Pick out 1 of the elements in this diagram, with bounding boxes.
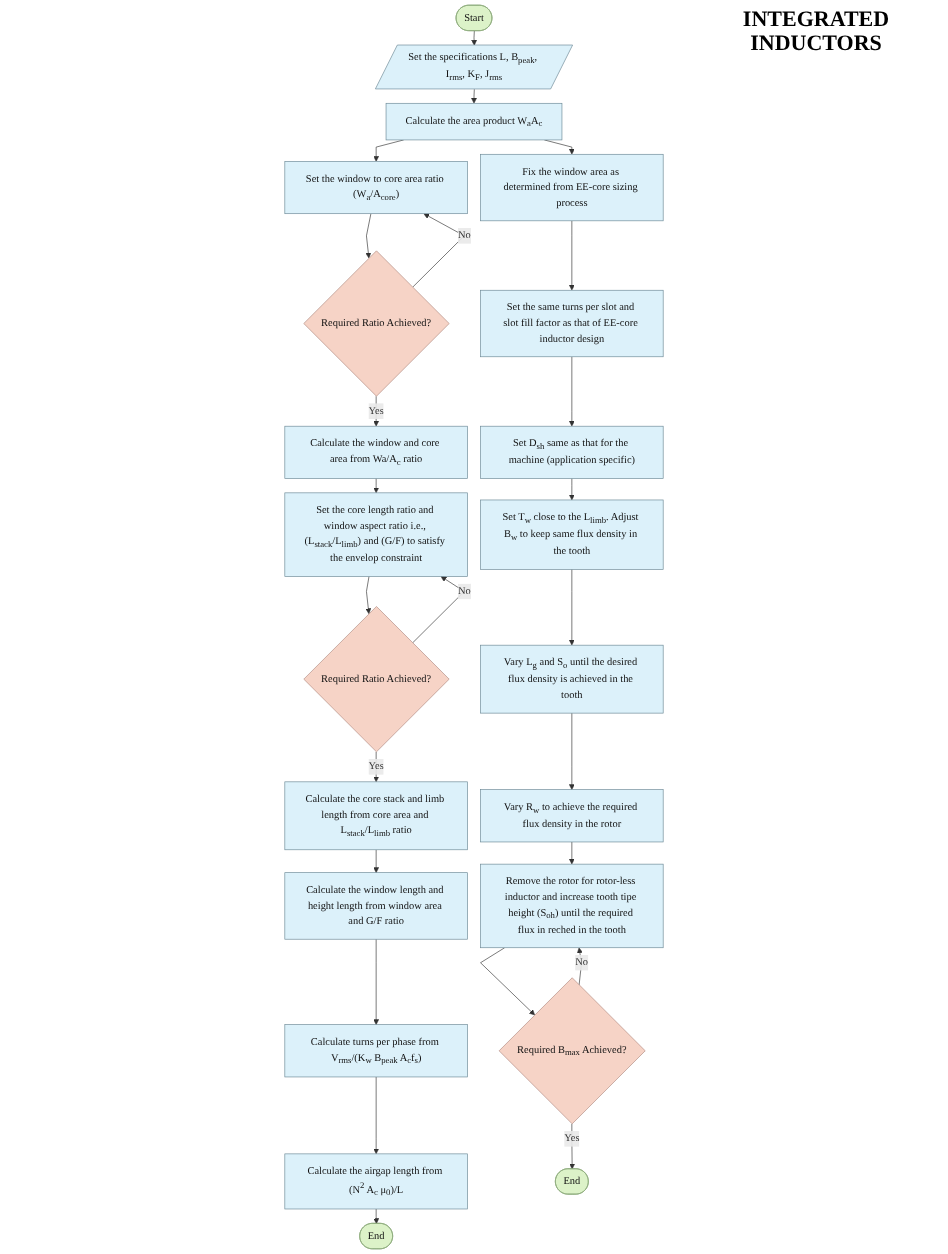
heading-label: INTEGRATED INDUCTORS: [740, 8, 892, 56]
